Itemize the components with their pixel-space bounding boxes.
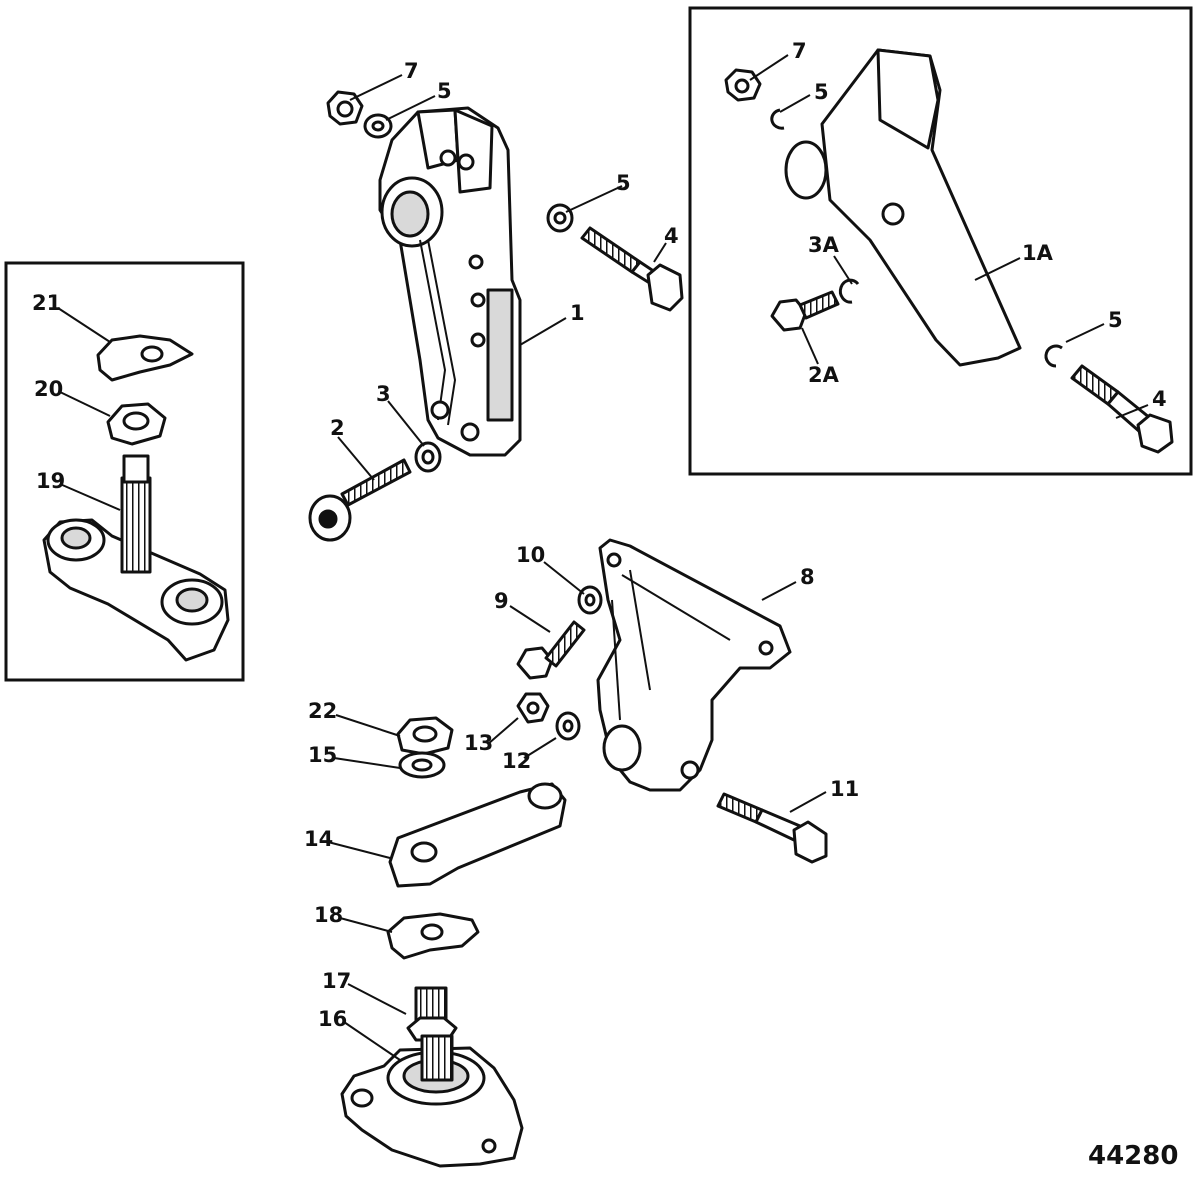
callout-22: 22: [308, 699, 337, 723]
callout-16: 16: [318, 1007, 347, 1031]
part-7-nut: [326, 90, 364, 126]
callout-5-inset: 5: [814, 80, 829, 104]
part-5-lockwasher-a: [363, 113, 393, 139]
callout-5-inset-b: 5: [1108, 308, 1123, 332]
callout-13: 13: [464, 731, 493, 755]
part-10-lockwasher: [577, 585, 603, 615]
callout-18: 18: [314, 903, 343, 927]
inset-frame-right: [688, 6, 1193, 476]
part-5-lockwasher-b: [546, 203, 574, 233]
part-21-tab-washer: [96, 334, 194, 382]
callout-17: 17: [322, 969, 351, 993]
callout-4: 4: [664, 224, 679, 248]
part-14-link: [388, 782, 567, 888]
callout-11: 11: [830, 777, 859, 801]
part-1-steering-arm: [378, 106, 522, 457]
callout-1A: 1A: [1022, 241, 1054, 265]
callout-14: 14: [304, 827, 333, 851]
callout-1: 1: [570, 301, 585, 325]
callout-21: 21: [32, 291, 61, 315]
callout-7-inset: 7: [792, 39, 807, 63]
part-2A-bolt: [770, 290, 840, 332]
callout-15: 15: [308, 743, 337, 767]
callout-10: 10: [516, 543, 545, 567]
figure-number: 44280: [1088, 1141, 1178, 1171]
callout-9: 9: [494, 589, 509, 613]
part-11-bolt: [716, 792, 828, 864]
callout-7: 7: [404, 59, 419, 83]
part-20-nut: [106, 402, 167, 446]
callout-8: 8: [800, 565, 815, 589]
callout-3: 3: [376, 382, 391, 406]
leader-lines: [57, 54, 1149, 1061]
callout-4-inset: 4: [1152, 387, 1167, 411]
part-3A-lockwasher: [838, 278, 860, 304]
part-19-mount: [42, 454, 230, 662]
callout-5: 5: [616, 171, 631, 195]
part-18-tab-washer: [386, 912, 480, 960]
part-1A-steering-arm: [784, 48, 1022, 367]
part-4-bolt: [580, 226, 684, 312]
part-2-socket-screw: [308, 458, 412, 542]
part-9-bolt: [516, 620, 586, 680]
callout-2: 2: [330, 416, 345, 440]
part-7-nut-inset: [724, 68, 762, 102]
part-3-lockwasher: [414, 441, 442, 473]
callout-3A: 3A: [808, 233, 840, 257]
part-5-lockwasher-inset-b: [1044, 344, 1063, 368]
part-12-lockwasher: [555, 711, 581, 741]
part-15-lockwasher: [398, 751, 446, 779]
callout-19: 19: [36, 469, 65, 493]
part-13-nut: [516, 692, 550, 724]
inset-frame-left: [4, 261, 245, 682]
part-22-nut: [396, 716, 454, 756]
part-5-lockwasher-inset-a: [770, 108, 785, 130]
callout-20: 20: [34, 377, 63, 401]
part-8-bracket: [596, 538, 792, 792]
callout-2A: 2A: [808, 363, 840, 387]
part-17-stud: [406, 986, 458, 1042]
callout-5: 5: [437, 79, 452, 103]
callout-12: 12: [502, 749, 531, 773]
part-16-rubber-mount: [340, 1034, 524, 1168]
